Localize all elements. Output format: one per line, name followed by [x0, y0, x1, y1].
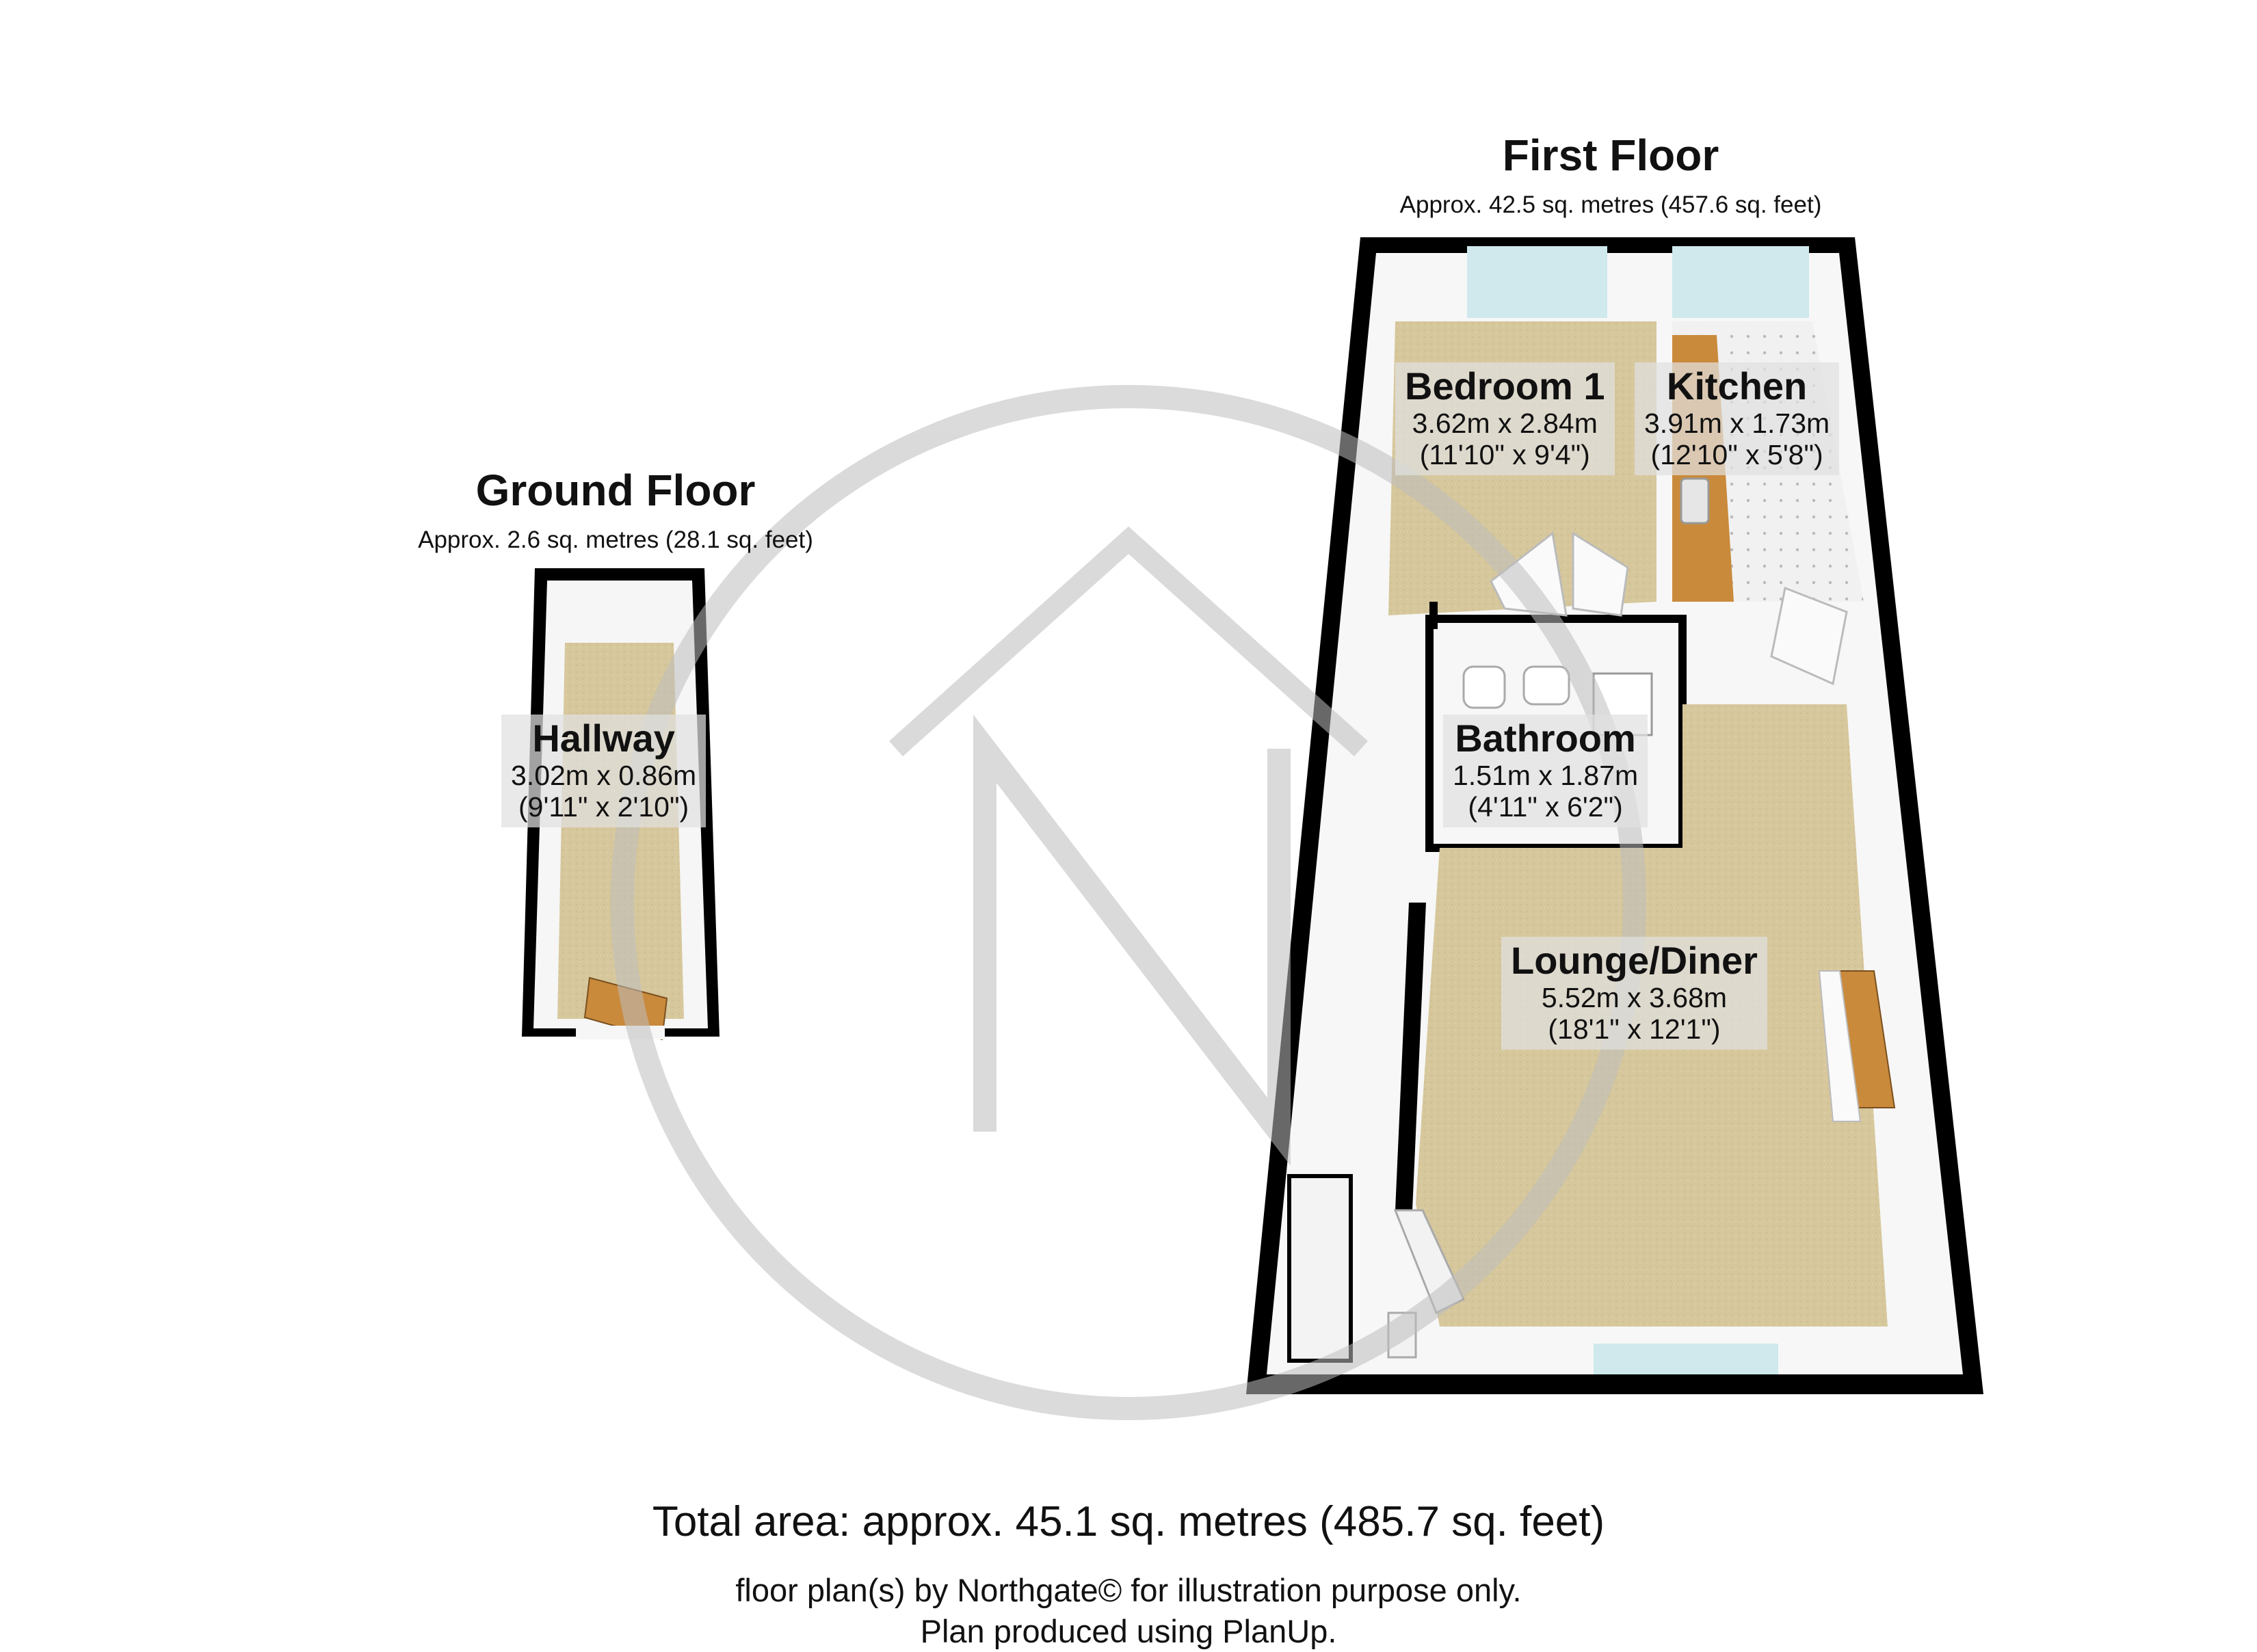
first-floor-title: First Floor: [1502, 131, 1719, 180]
room-dimensions-metric: 3.91m x 1.73m: [1644, 407, 1830, 439]
room-name: Kitchen: [1666, 364, 1808, 408]
total-area: Total area: approx. 45.1 sq. metres (485…: [652, 1498, 1605, 1545]
bathroom-toilet: [1462, 665, 1506, 709]
room-dimensions-imperial: (12'10" x 5'8"): [1650, 438, 1823, 470]
room-name: Lounge/Diner: [1511, 939, 1758, 982]
credit-line-1: floor plan(s) by Northgate© for illustra…: [735, 1572, 1522, 1608]
ground-floor-area: Approx. 2.6 sq. metres (28.1 sq. feet): [418, 527, 813, 553]
room-dimensions-imperial: (18'1" x 12'1"): [1548, 1013, 1721, 1045]
bathroom-basin: [1522, 665, 1570, 706]
ground-floor-title: Ground Floor: [475, 466, 756, 515]
bedroom-wardrobe-doors-2: [1572, 531, 1629, 617]
corridor-wall: [1395, 903, 1426, 1210]
first-floor-area: Approx. 42.5 sq. metres (457.6 sq. feet): [1399, 191, 1822, 218]
lounge-sideboard-front: [1818, 970, 1862, 1122]
room-dimensions-metric: 5.52m x 3.68m: [1541, 981, 1728, 1013]
bedroom-window: [1467, 246, 1607, 318]
lounge-window: [1594, 1344, 1778, 1374]
room-dimensions-metric: 1.51m x 1.87m: [1453, 759, 1639, 791]
room-name: Hallway: [532, 717, 675, 760]
room-name: Bedroom 1: [1405, 364, 1605, 408]
partition-wall: [1429, 602, 1438, 629]
northgate-watermark: [611, 385, 1646, 1420]
room-dimensions-imperial: (9'11" x 2'10"): [518, 790, 689, 823]
room-dimensions-metric: 3.02m x 0.86m: [511, 759, 697, 791]
storage-cupboard: [1287, 1174, 1353, 1363]
watermark-roof: [888, 526, 1369, 757]
room-dimensions-imperial: (4'11" x 6'2"): [1468, 790, 1623, 823]
room-dimensions-metric: 3.62m x 2.84m: [1412, 407, 1598, 439]
watermark-letter-n: [973, 714, 1291, 1167]
room-label-lounge: Lounge/Diner 5.52m x 3.68m (18'1" x 12'1…: [1501, 937, 1767, 1050]
room-label-hallway: Hallway 3.02m x 0.86m (9'11" x 2'10"): [501, 715, 707, 827]
room-label-bathroom: Bathroom 1.51m x 1.87m (4'11" x 6'2"): [1443, 715, 1648, 827]
watermark-ring: [611, 385, 1646, 1420]
credit-line-2: Plan produced using PlanUp.: [920, 1613, 1337, 1649]
room-label-kitchen: Kitchen 3.91m x 1.73m (12'10" x 5'8"): [1635, 362, 1840, 475]
kitchen-window: [1672, 246, 1809, 318]
kitchen-door: [1770, 586, 1848, 686]
kitchen-sink: [1680, 477, 1710, 524]
room-label-bedroom: Bedroom 1 3.62m x 2.84m (11'10" x 9'4"): [1395, 362, 1615, 475]
room-name: Bathroom: [1455, 717, 1636, 760]
room-dimensions-imperial: (11'10" x 9'4"): [1419, 438, 1590, 470]
